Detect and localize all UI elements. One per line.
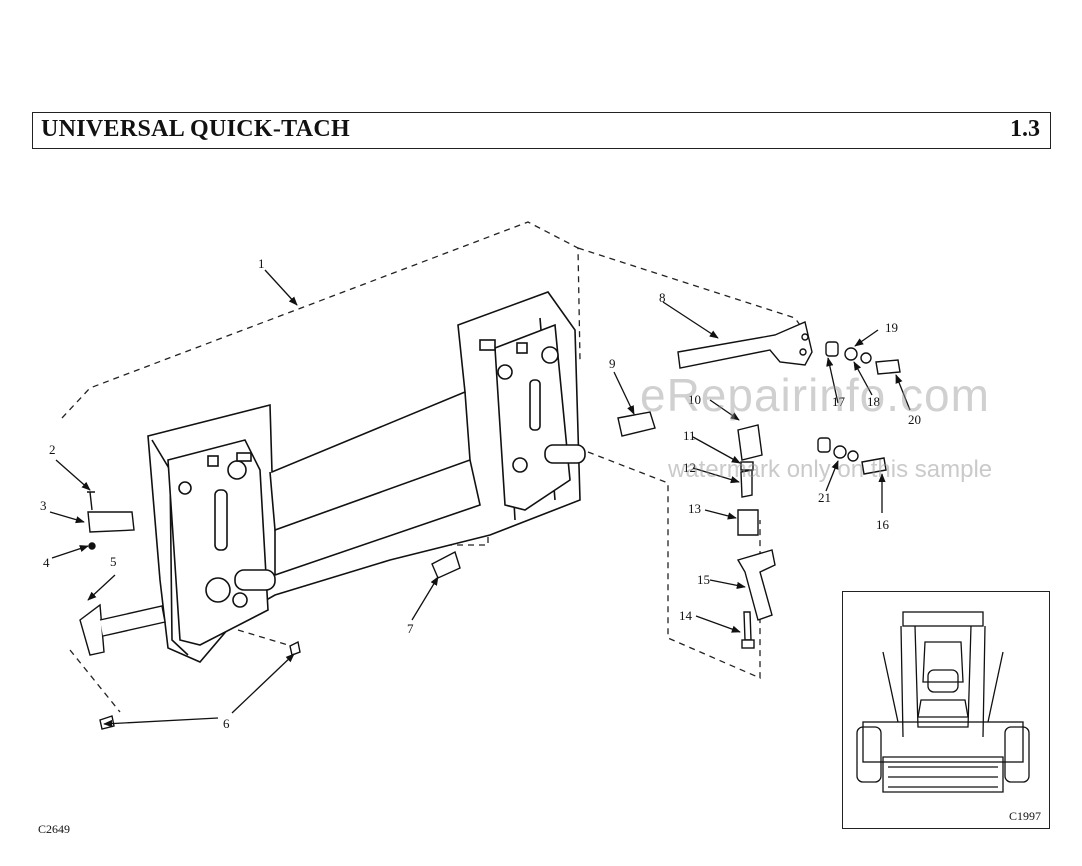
loader-inset-drawing: C1997 [842,591,1050,829]
callout-17: 17 [832,394,846,409]
watermark-site: eRepairinfo.com [640,369,990,421]
skid-steer-loader-illustration [856,611,1030,793]
quick-tach-frame [147,291,586,663]
page-title: UNIVERSAL QUICK-TACH [41,116,350,142]
callout-20: 20 [908,412,921,427]
callout-15: 15 [697,572,710,587]
callout-7: 7 [407,621,414,636]
callout-11: 11 [683,428,696,443]
callout-2: 2 [49,442,56,457]
callout-numbers: 1 2 3 4 5 6 7 8 9 10 11 12 13 14 15 16 1… [40,256,921,731]
callout-19: 19 [885,320,898,335]
section-number: 1.3 [1010,116,1040,142]
callout-1: 1 [258,256,265,271]
callout-3: 3 [40,498,47,513]
callout-16: 16 [876,517,890,532]
callout-4: 4 [43,555,50,570]
callout-14: 14 [679,608,693,623]
leader-lines [49,269,911,728]
callout-13: 13 [688,501,701,516]
callout-9: 9 [609,356,616,371]
title-bar: UNIVERSAL QUICK-TACH 1.3 [32,112,1051,149]
watermark-note: watermark only on this sample [668,456,993,483]
inset-code: C1997 [1008,809,1041,823]
callout-5: 5 [110,554,117,569]
figure-code: C2649 [38,822,71,836]
callout-6: 6 [223,716,230,731]
callout-8: 8 [659,290,666,305]
callout-10: 10 [688,392,701,407]
callout-21: 21 [818,490,831,505]
callout-12: 12 [683,460,696,475]
callout-18: 18 [867,394,880,409]
